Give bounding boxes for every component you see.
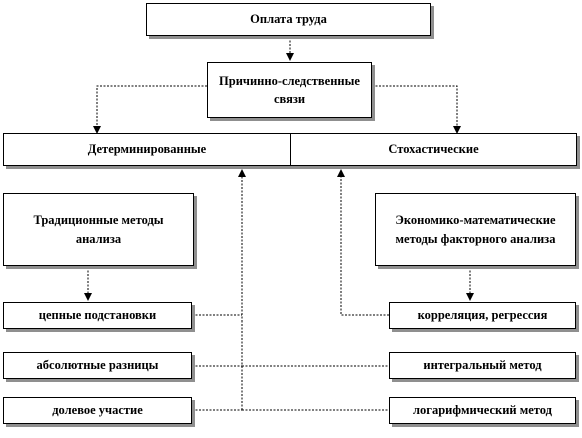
label-middle: Причинно-следственные связи — [219, 73, 360, 106]
label-left-item-3: долевое участие — [52, 403, 143, 418]
label-top: Оплата труда — [250, 12, 327, 27]
box-top: Оплата труда — [146, 3, 431, 36]
label-determined: Детерминированные — [87, 142, 207, 157]
label-right-item-3: логарифмический метод — [413, 403, 552, 418]
box-left-item-2: абсолютные разницы — [3, 352, 192, 379]
arrow-middle-to-right — [372, 85, 461, 134]
box-stochastic: Стохастические — [290, 134, 576, 165]
box-right-header: Экономико-математические методы факторно… — [375, 193, 576, 266]
box-level2: Детерминированные Стохастические — [3, 133, 577, 166]
box-right-item-1: корреляция, регрессия — [389, 302, 576, 329]
box-right-item-2: интегральный метод — [389, 352, 576, 379]
arrow-middle-to-left — [93, 85, 207, 134]
label-left-item-1: цепные подстановки — [38, 308, 157, 323]
box-determined: Детерминированные — [4, 134, 290, 165]
box-middle: Причинно-следственные связи — [207, 62, 372, 118]
label-stochastic: Стохастические — [388, 142, 479, 157]
label-right-header: Экономико-математические методы факторно… — [395, 213, 556, 246]
label-right-item-2: интегральный метод — [423, 358, 542, 373]
label-left-header: Традиционные методы анализа — [33, 213, 164, 246]
box-left-item-3: долевое участие — [3, 397, 192, 424]
label-right-item-1: корреляция, регрессия — [417, 308, 548, 323]
box-right-item-3: логарифмический метод — [389, 397, 576, 424]
box-left-header: Традиционные методы анализа — [3, 193, 194, 266]
box-left-item-1: цепные подстановки — [3, 302, 192, 329]
label-left-item-2: абсолютные разницы — [36, 358, 159, 373]
